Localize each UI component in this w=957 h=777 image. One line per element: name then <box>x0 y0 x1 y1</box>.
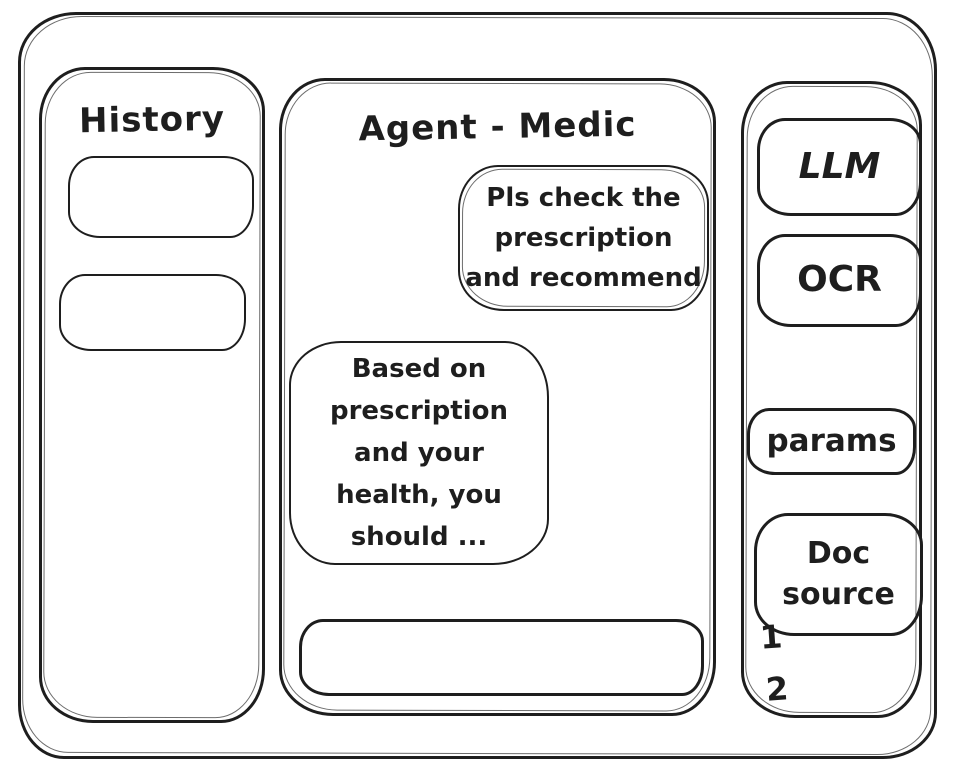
user-message-bubble: Pls check the prescription and recommend <box>458 165 709 311</box>
llm-button[interactable]: LLM <box>757 118 922 216</box>
doc-source-button[interactable]: Doc source <box>754 513 923 636</box>
history-panel-title: History <box>78 98 226 142</box>
agent-message-text: Based on prescription and your health, y… <box>329 353 508 553</box>
tools-panel: LLM OCR params Doc source 1 2 <box>741 81 923 718</box>
chat-panel-title: Agent - Medic <box>358 104 637 150</box>
history-item[interactable] <box>59 274 246 351</box>
history-item[interactable] <box>68 156 254 238</box>
ocr-button[interactable]: OCR <box>757 234 922 327</box>
params-button[interactable]: params <box>747 408 916 475</box>
user-message-text: Pls check the prescription and recommend <box>465 182 702 294</box>
doc-source-item-2[interactable]: 2 <box>764 669 790 709</box>
chat-panel: Agent - Medic Pls check the prescription… <box>279 78 716 716</box>
message-input[interactable] <box>299 619 704 696</box>
app-window-frame: History Agent - Medic Pls check the pres… <box>18 12 937 759</box>
history-panel: History <box>39 67 265 723</box>
agent-message-bubble: Based on prescription and your health, y… <box>289 341 549 565</box>
doc-source-item-1[interactable]: 1 <box>758 617 784 657</box>
